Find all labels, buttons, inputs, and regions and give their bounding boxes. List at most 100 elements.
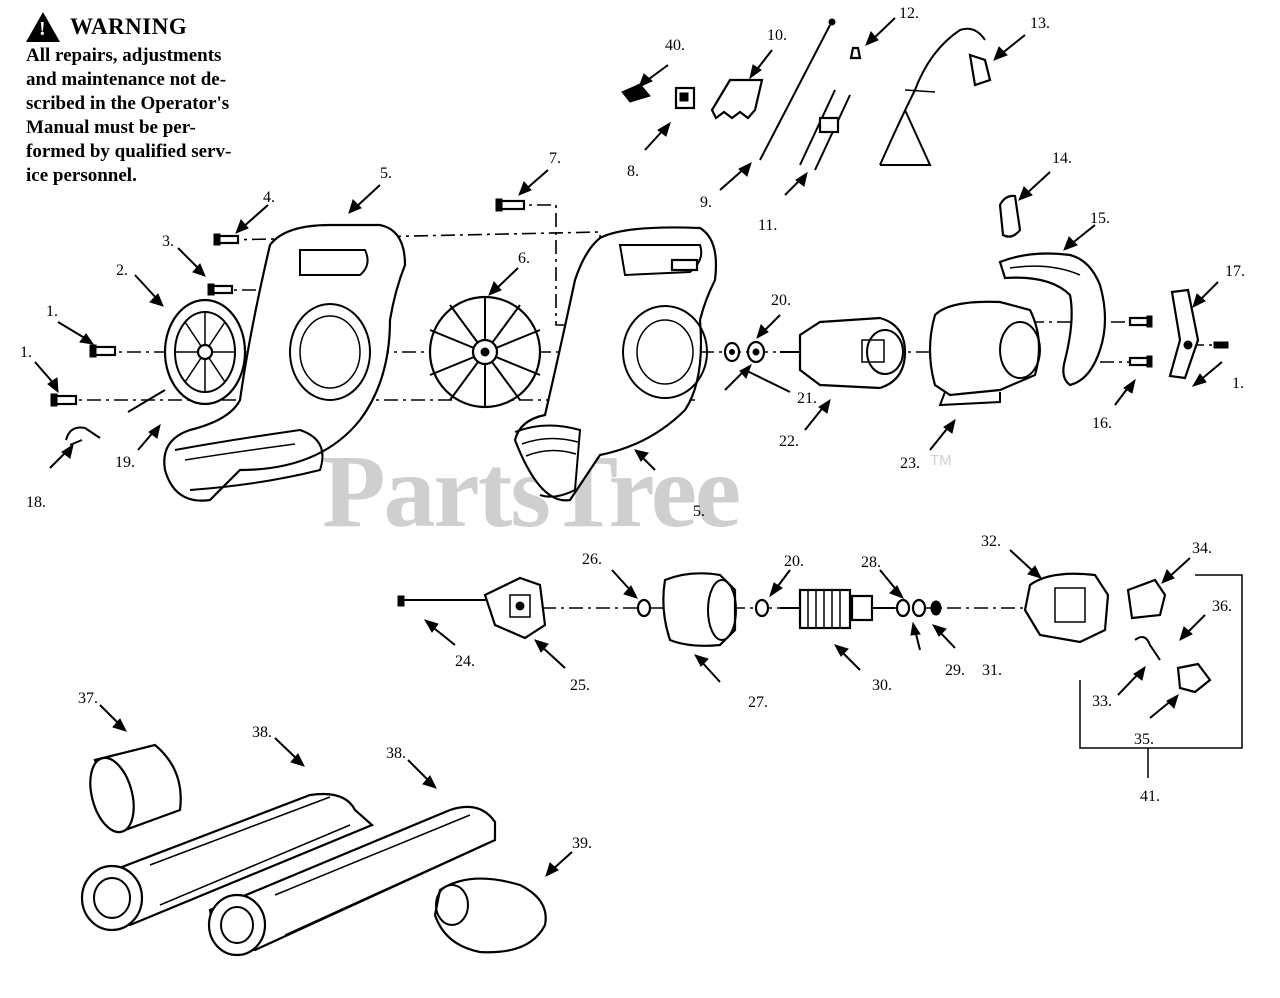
washer-31 xyxy=(930,600,942,616)
callout-3: 3. xyxy=(162,233,174,250)
callout-38: 38. xyxy=(386,745,406,762)
switch-40 xyxy=(621,83,651,103)
leader-arrows xyxy=(34,17,1223,877)
warning-line: All repairs, adjustments xyxy=(26,45,222,66)
washer-20 xyxy=(723,341,741,363)
callout-5: 5. xyxy=(380,165,392,182)
bracket-17 xyxy=(1168,288,1200,380)
callout-20: 20. xyxy=(771,292,791,309)
callout-18: 18. xyxy=(26,494,46,511)
warning-line: ice personnel. xyxy=(26,165,137,186)
armature-30 xyxy=(780,588,895,630)
callout-15: 15. xyxy=(1090,210,1110,227)
callout-12: 12. xyxy=(899,5,919,22)
warning-triangle-icon: ! xyxy=(26,12,60,42)
warning-title: WARNING xyxy=(70,14,188,39)
warning-line: formed by qualified serv- xyxy=(26,141,232,162)
callout-38: 38. xyxy=(252,724,272,741)
callout-30: 30. xyxy=(872,677,892,694)
washer-29 xyxy=(911,598,927,618)
tube-38a xyxy=(80,792,375,932)
housing-half-left-5 xyxy=(163,223,407,502)
warning-line: and maintenance not de- xyxy=(26,69,227,90)
callout-31: 31. xyxy=(982,662,1002,679)
clip-14 xyxy=(998,194,1022,238)
callout-36: 36. xyxy=(1212,598,1232,615)
cap-34 xyxy=(1126,578,1167,620)
callout-4: 4. xyxy=(263,189,275,206)
callout-21: 21. xyxy=(797,390,817,407)
callout-24: 24. xyxy=(455,653,475,670)
inlet-cover-2 xyxy=(163,298,247,406)
wire-9 xyxy=(759,18,836,161)
callout-37: 37. xyxy=(78,690,98,707)
callout-39: 39. xyxy=(572,835,592,852)
bolt-24 xyxy=(397,595,490,607)
callout-9: 9. xyxy=(700,194,712,211)
callout-33: 33. xyxy=(1092,693,1112,710)
callout-14: 14. xyxy=(1052,150,1072,167)
housing-half-right-5 xyxy=(513,226,718,502)
screw-3 xyxy=(207,283,234,296)
tube-38b xyxy=(207,805,497,957)
impeller-6 xyxy=(428,295,542,409)
motor-cover-23 xyxy=(928,300,1041,407)
callout-28: 28. xyxy=(861,554,881,571)
washer-26 xyxy=(636,598,652,618)
callout-27: 27. xyxy=(748,694,768,711)
callout-17: 17. xyxy=(1225,263,1245,280)
washer-28 xyxy=(895,598,911,618)
magnet-housing-27 xyxy=(662,572,737,647)
screw-1b xyxy=(50,393,78,407)
end-bell-25 xyxy=(483,576,547,640)
motor-22 xyxy=(780,316,907,390)
callout-19: 19. xyxy=(115,454,135,471)
brush-holder-32 xyxy=(1023,572,1110,644)
callout-35: 35. xyxy=(1134,731,1154,748)
cord-13 xyxy=(879,27,992,166)
callout-22: 22. xyxy=(779,433,799,450)
warning-text: All repairs, adjustments and maintenance… xyxy=(26,44,306,188)
callout-5: 5. xyxy=(693,503,705,520)
callout-8: 8. xyxy=(627,163,639,180)
washer-20b xyxy=(754,598,770,618)
callout-16: 16. xyxy=(1092,415,1112,432)
callout-29: 29. xyxy=(945,662,965,679)
callout-1: 1. xyxy=(46,303,58,320)
callout-20: 20. xyxy=(784,553,804,570)
screws-16 xyxy=(1128,315,1153,368)
callout-41: 41. xyxy=(1140,788,1160,805)
callout-40: 40. xyxy=(665,37,685,54)
warning-line: scribed in the Operator's xyxy=(26,93,230,114)
callout-2: 2. xyxy=(116,262,128,279)
screw-1a xyxy=(89,344,117,358)
callout-23: 23. xyxy=(900,455,920,472)
callout-1: 1. xyxy=(1232,375,1244,392)
callout-10: 10. xyxy=(767,27,787,44)
elbow-39 xyxy=(433,877,547,954)
clip-18 xyxy=(65,426,101,446)
spring-33 xyxy=(1134,635,1161,661)
screw-4 xyxy=(213,233,240,246)
terminal-11 xyxy=(799,89,851,171)
brush-35 xyxy=(1176,662,1212,694)
watermark-trademark: TM xyxy=(930,452,952,469)
callout-34: 34. xyxy=(1192,540,1212,557)
callout-26: 26. xyxy=(582,551,602,568)
switch-8 xyxy=(674,86,696,110)
callout-1: 1. xyxy=(20,344,32,361)
screw-1c xyxy=(1213,341,1229,349)
nut-12 xyxy=(849,46,862,60)
nozzle-37 xyxy=(89,743,182,834)
pin-19 xyxy=(127,389,166,413)
callout-32: 32. xyxy=(981,533,1001,550)
callout-11: 11. xyxy=(758,217,777,234)
handle-15 xyxy=(998,252,1107,387)
callout-13: 13. xyxy=(1030,15,1050,32)
screw-7 xyxy=(495,198,526,212)
plate-10 xyxy=(710,78,764,120)
warning-line: Manual must be per- xyxy=(26,117,196,138)
callout-6: 6. xyxy=(518,250,530,267)
